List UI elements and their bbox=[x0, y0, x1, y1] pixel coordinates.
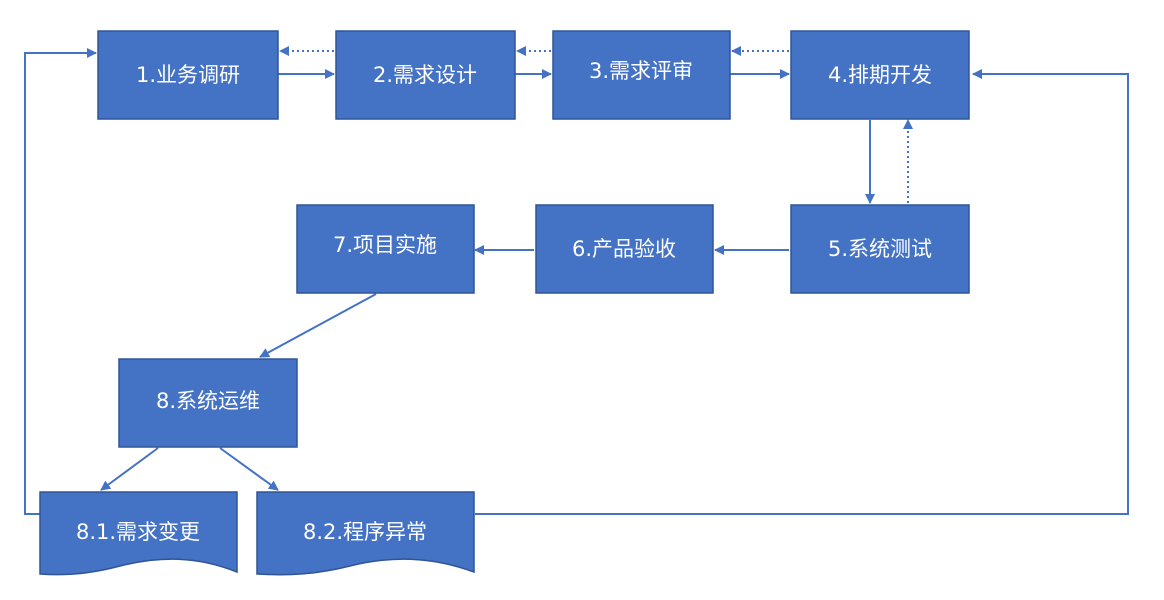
node-requirement-design: 2.需求设计 bbox=[335, 30, 516, 120]
node-requirement-review: 3.需求评审 bbox=[552, 30, 731, 120]
node-label: 3.需求评审 bbox=[589, 59, 693, 83]
node-system-operations: 8.系统运维 bbox=[118, 358, 298, 448]
node-label: 8.2.程序异常 bbox=[303, 520, 427, 544]
node-label: 1.业务调研 bbox=[136, 63, 240, 87]
arrow-7-to-8 bbox=[259, 293, 377, 358]
node-program-exception-document: 8.2.程序异常 bbox=[256, 491, 475, 576]
node-label: 6.产品验收 bbox=[572, 237, 676, 261]
node-schedule-development: 4.排期开发 bbox=[790, 30, 970, 120]
arrow-8-to-8-1 bbox=[100, 447, 159, 491]
node-label: 4.排期开发 bbox=[828, 63, 932, 87]
node-system-testing: 5.系统测试 bbox=[790, 204, 970, 294]
arrow-8-to-8-2 bbox=[219, 447, 279, 491]
arrow-8-2-to-4-loop bbox=[475, 69, 1129, 515]
node-label: 7.项目实施 bbox=[333, 233, 437, 257]
node-requirement-change-document: 8.1.需求变更 bbox=[39, 491, 238, 576]
node-project-implementation: 7.项目实施 bbox=[296, 204, 475, 294]
node-business-research: 1.业务调研 bbox=[97, 30, 279, 120]
node-label: 2.需求设计 bbox=[373, 63, 477, 87]
arrow-8-1-to-1-loop bbox=[24, 48, 97, 515]
node-label: 8.系统运维 bbox=[156, 389, 260, 413]
node-label: 8.1.需求变更 bbox=[76, 520, 200, 544]
node-label: 5.系统测试 bbox=[828, 237, 932, 261]
node-product-acceptance: 6.产品验收 bbox=[535, 204, 714, 294]
